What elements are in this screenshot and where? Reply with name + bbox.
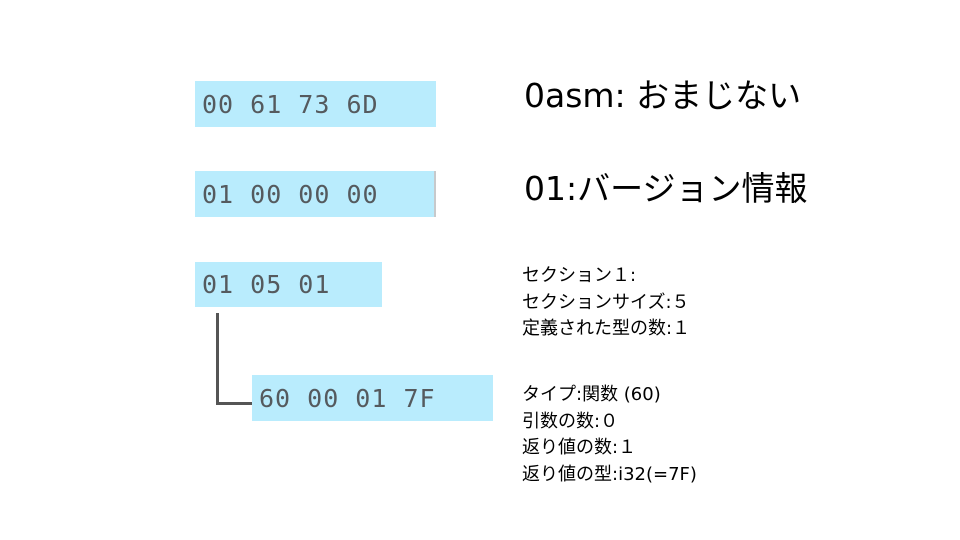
hex-bytes-section-header: 01 05 01	[195, 262, 382, 307]
label-magic: 0asm: おまじない	[524, 76, 802, 115]
desc-param-count: 引数の数:０	[522, 410, 619, 432]
hex-bytes-magic: 00 61 73 6D	[195, 81, 436, 127]
section-description: セクション１: セクションサイズ:５ 定義された型の数:１	[522, 263, 690, 343]
desc-type-count: 定義された型の数:１	[522, 318, 691, 339]
hex-bytes-function-type: 60 00 01 7F	[252, 375, 493, 421]
desc-result-type: 返り値の型:i32(=7F)	[522, 463, 697, 485]
hex-bytes-version: 01 00 00 00	[195, 171, 436, 217]
connector-line-horizontal	[216, 402, 252, 405]
connector-line-vertical	[216, 313, 219, 405]
label-version: 01:バージョン情報	[524, 169, 808, 208]
function-type-description: タイプ:関数 (60) 引数の数:０ 返り値の数:１ 返り値の型:i32(=7F…	[522, 382, 697, 488]
desc-section-id: セクション１:	[522, 265, 637, 286]
desc-section-size: セクションサイズ:５	[522, 291, 690, 313]
desc-result-count: 返り値の数:１	[522, 437, 637, 458]
desc-type-kind: タイプ:関数 (60)	[522, 384, 661, 405]
